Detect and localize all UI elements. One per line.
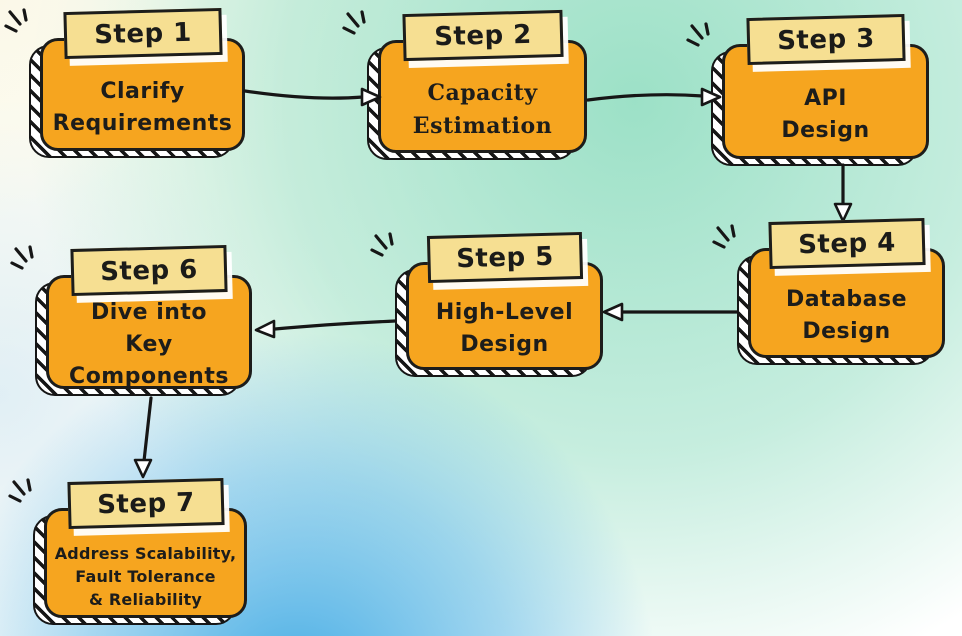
arrowhead-step5 (602, 302, 624, 322)
step-5-label: Step 5 (426, 231, 583, 284)
sparkle-icon (8, 478, 32, 503)
step-2-label: Step 2 (401, 9, 564, 62)
step-4-label: Step 4 (767, 217, 926, 270)
arrowhead-step7 (133, 458, 153, 479)
step-3-title-line: Design (781, 117, 870, 143)
arrow-step6-step7 (142, 396, 153, 463)
arrow-step5-step6 (273, 319, 397, 331)
arrowhead-step6 (254, 319, 276, 339)
step-7-label: Step 7 (66, 477, 225, 530)
step-1-label: Step 1 (62, 7, 223, 60)
step-1-title-line: Clarify (100, 78, 185, 104)
step-5-title-line: High-Level (435, 300, 574, 325)
step-2-card: Capacity Estimation Step 2 (342, 9, 587, 160)
step-6-title-line: Dive into (90, 300, 208, 325)
sparkle-icon (712, 224, 736, 249)
step-5-card: High-Level Design Step 5 (370, 231, 603, 377)
step-1-body: Clarify Requirements (40, 38, 245, 151)
step-3-label: Step 3 (745, 13, 906, 66)
sparkle-icon (4, 8, 28, 33)
step-3-title-line: API (804, 85, 847, 111)
step-7-title-line: Fault Tolerance (75, 566, 216, 586)
step-4-title-line: Design (802, 319, 891, 344)
arrow-step2-step3 (586, 93, 705, 102)
step-6-label: Step 6 (70, 244, 228, 297)
step-7-card: Address Scalability, Fault Tolerance & R… (8, 477, 247, 625)
arrowhead-step4 (833, 202, 853, 223)
step-2-title-line: Capacity (427, 79, 538, 106)
step-1-title-line: Requirements (52, 110, 233, 136)
step-2-title-line: Estimation (412, 112, 553, 139)
step-4-title-line: Database (785, 287, 908, 312)
step-3-card: API Design Step 3 (686, 13, 929, 166)
sparkle-icon (10, 245, 34, 270)
sparkle-icon (686, 22, 710, 47)
step-7-title-line: & Reliability (88, 589, 203, 609)
step-6-card: Dive into Key Components Step 6 (10, 244, 252, 396)
step-1-card: Clarify Requirements Step 1 (4, 7, 245, 158)
step-5-title-line: Design (460, 332, 549, 357)
arrow-step1-step2 (243, 89, 365, 100)
step-4-card: Database Design Step 4 (712, 217, 945, 365)
sparkle-icon (342, 10, 366, 35)
step-6-title-line: Key Components (69, 332, 229, 389)
sparkle-icon (370, 232, 394, 257)
step-7-title-line: Address Scalability, (54, 543, 237, 563)
